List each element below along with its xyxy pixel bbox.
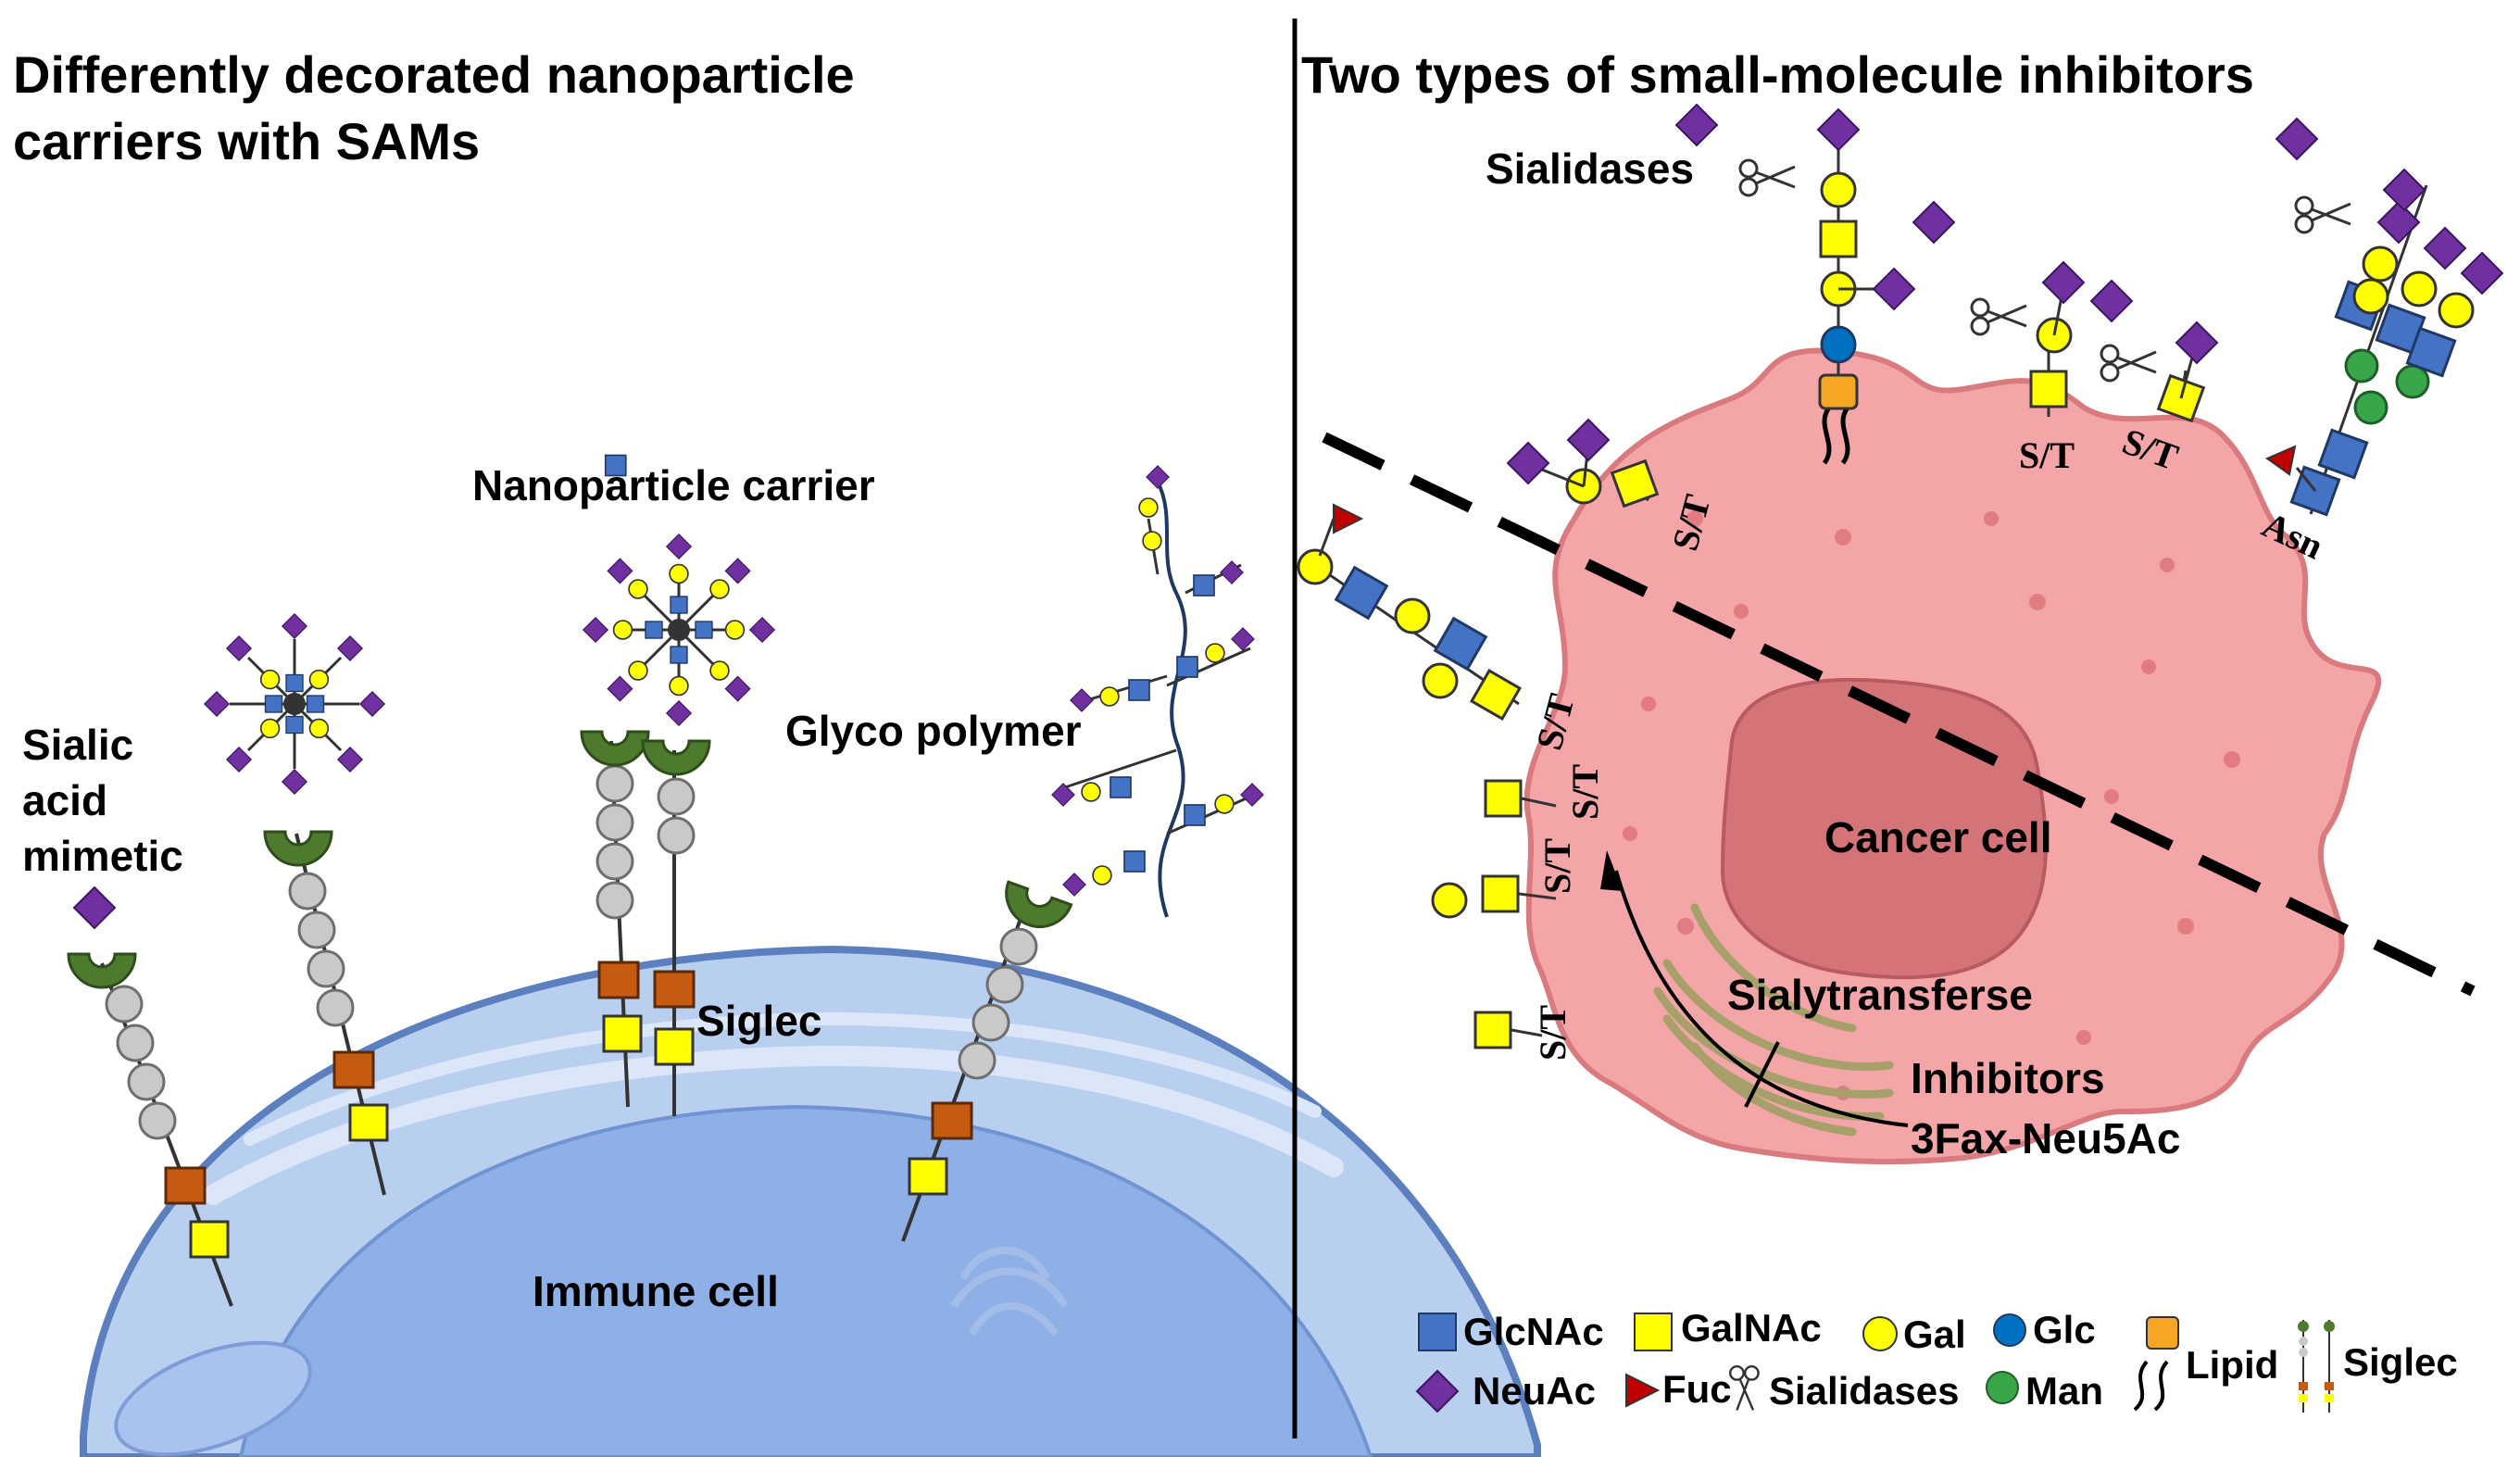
left-title-line1: Differently decorated nanoparticle [13, 45, 855, 104]
st-label-7: S/T [1532, 1005, 1573, 1061]
nanoparticle-carrier-2 [583, 534, 775, 726]
o-glycan-1: S/T [1970, 261, 2133, 476]
siglec-receptor-np2a [580, 730, 650, 1108]
sialic-acid-mimetic-diamond [73, 886, 116, 929]
legend-man-swatch [1986, 1371, 2019, 1404]
siglec-receptor-np2b [641, 739, 711, 1116]
legend-sialidases-label: Sialidases [1769, 1369, 1959, 1413]
mimetic-label-line1: Sialic [22, 721, 133, 769]
legend-galnac-label: GalNAc [1681, 1306, 1822, 1350]
legend-fuc-label: Fuc [1662, 1367, 1732, 1411]
sialidases-label: Sialidases [1486, 144, 1694, 193]
legend-neuac-swatch [1415, 1369, 1460, 1413]
mimetic-label-line3: mimetic [22, 832, 183, 880]
n-glycan: Asn [2256, 169, 2503, 567]
siglec-receptor-mimetic [67, 886, 233, 1307]
st-label-6: S/T [1536, 838, 1578, 894]
right-title: Two types of small-molecule inhibitors [1301, 45, 2254, 104]
legend-lipid-label: Lipid [2186, 1343, 2278, 1387]
legend-galnac-swatch [1634, 1313, 1673, 1351]
legend: GlcNAc GalNAc Gal Glc Lipid Sig [1415, 1306, 2458, 1413]
legend-lipid-tails [2133, 1360, 2169, 1412]
legend-glc-label: Glc [2033, 1308, 2096, 1351]
immune-cell: Immune cell [80, 945, 1541, 1457]
o-glycan-long [1297, 503, 1522, 721]
cancer-cell: Cancer cell Sialytransferse Inhibitors 3… [1523, 347, 2382, 1165]
legend-siglec-label: Siglec [2343, 1340, 2458, 1384]
o-glycan-side [1431, 779, 1557, 1049]
right-panel: Two types of small-molecule inhibitors [1297, 45, 2503, 1413]
legend-fuc-swatch [1625, 1373, 1661, 1408]
inhibitors-label: Inhibitors [1911, 1054, 2105, 1102]
nanoparticle-carrier-1 [204, 613, 385, 795]
legend-glcnac-swatch [1418, 1313, 1457, 1351]
legend-glc-swatch [1993, 1313, 2026, 1347]
glyco-polymer [604, 454, 1264, 918]
siglec-label: Siglec [696, 997, 822, 1045]
mimetic-label-line2: acid [22, 776, 107, 824]
dashed-divider [1322, 432, 2476, 997]
st-label-1: S/T [2019, 434, 2075, 476]
legend-man-label: Man [2025, 1369, 2103, 1413]
legend-lipid-swatch [2146, 1316, 2179, 1350]
siglec-receptor-np1 [263, 830, 389, 1196]
legend-gal-label: Gal [1903, 1313, 1966, 1356]
inhibition-bar [1744, 1041, 1780, 1108]
cancer-cell-label: Cancer cell [1824, 813, 2051, 861]
nanoparticle-carrier-label: Nanoparticle carrier [472, 461, 875, 509]
legend-siglec-icon [2298, 1320, 2335, 1413]
legend-glcnac-label: GlcNAc [1463, 1310, 1604, 1353]
st-label-5: S/T [1564, 764, 1606, 820]
siglec-receptor-polymer [901, 880, 1073, 1242]
left-title-line2: carriers with SAMs [13, 112, 480, 170]
left-panel: Differently decorated nanoparticle carri… [13, 45, 1541, 1457]
immune-cell-label: Immune cell [533, 1267, 779, 1315]
glyco-polymer-label: Glyco polymer [785, 707, 1082, 755]
inhibitor-name-label: 3Fax-Neu5Ac [1911, 1114, 2180, 1162]
sialyltransferase-label: Sialytransferse [1727, 971, 2033, 1019]
legend-gal-swatch [1862, 1316, 1898, 1351]
legend-neuac-label: NeuAc [1473, 1369, 1596, 1413]
arrow-head [1600, 850, 1623, 891]
legend-sialidases-swatch [1728, 1364, 1760, 1412]
glycolipid [1817, 108, 1915, 465]
sialyltransferase-arrow [1614, 870, 1909, 1127]
